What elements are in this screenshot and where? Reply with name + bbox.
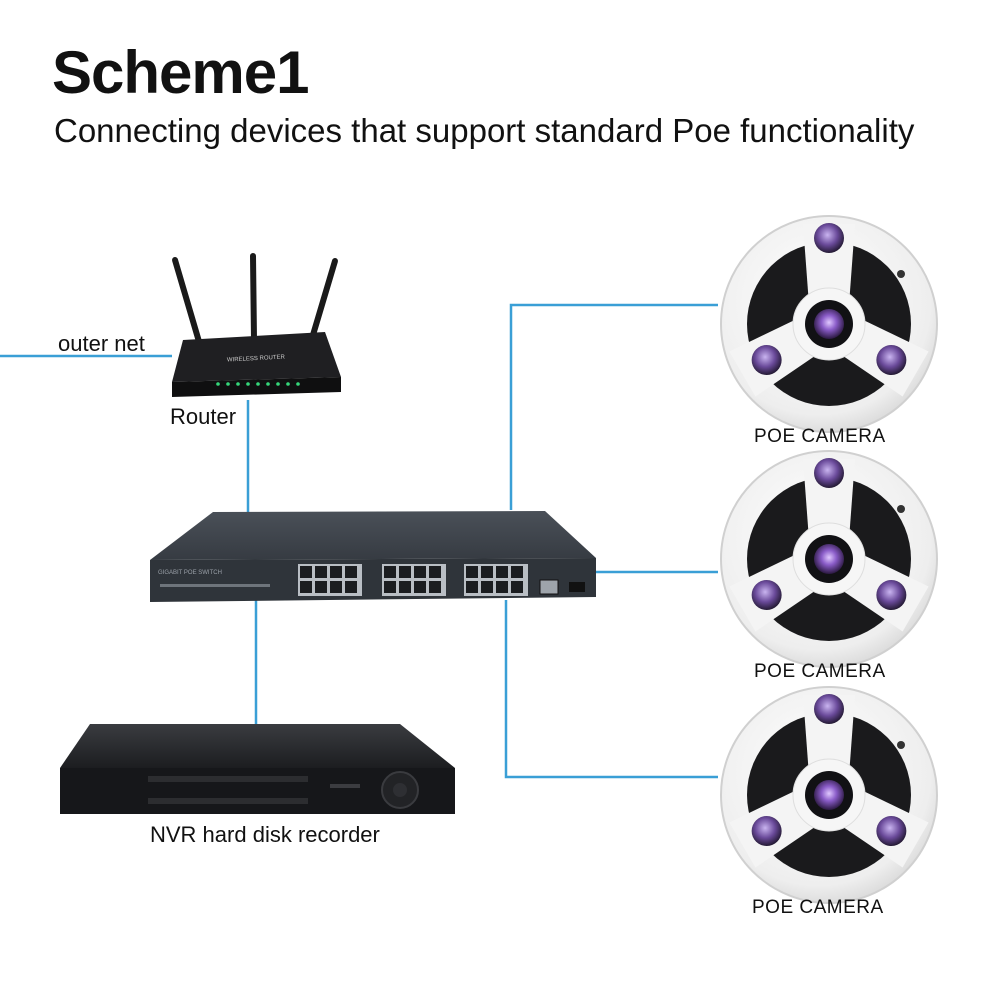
camera-sensor-dot xyxy=(897,505,905,513)
rj45-port xyxy=(315,581,327,593)
nvr-label: NVR hard disk recorder xyxy=(150,822,380,847)
poe-camera-3 xyxy=(720,686,938,904)
camera-ir-led xyxy=(876,580,907,610)
camera-sensor-dot xyxy=(897,270,905,278)
rj45-port xyxy=(511,566,523,578)
camera-ir-led xyxy=(814,694,844,724)
camera-ir-led xyxy=(751,816,782,846)
rj45-port xyxy=(345,566,357,578)
camera-ir-led xyxy=(814,458,844,488)
rj45-port xyxy=(429,581,441,593)
rj45-port xyxy=(399,581,411,593)
switch-camera1-line xyxy=(509,303,718,510)
switch-ports xyxy=(298,564,528,596)
camera-ir-led xyxy=(751,580,782,610)
rj45-port xyxy=(429,566,441,578)
switch-badge: GIGABIT POE SWITCH xyxy=(158,570,222,576)
camera-label-1: POE CAMERA xyxy=(754,426,886,447)
poe-switch-device: GIGABIT POE SWITCH xyxy=(150,511,596,602)
rj45-port xyxy=(330,581,342,593)
rj45-port xyxy=(300,581,312,593)
poe-camera-1 xyxy=(720,215,938,433)
camera-label-2: POE CAMERA xyxy=(754,661,886,682)
router-device: WIRELESS ROUTER xyxy=(172,253,341,397)
camera-sensor-dot xyxy=(897,741,905,749)
rj45-port xyxy=(481,566,493,578)
rj45-port xyxy=(315,566,327,578)
camera-ir-led xyxy=(876,345,907,375)
camera-lens xyxy=(814,544,844,574)
camera-lens xyxy=(814,309,844,339)
rj45-port xyxy=(414,566,426,578)
rj45-port xyxy=(466,581,478,593)
poe-camera-2 xyxy=(720,450,938,668)
camera-ir-led xyxy=(876,816,907,846)
switch-camera3-line xyxy=(504,600,718,779)
rj45-port xyxy=(466,566,478,578)
rj45-port xyxy=(414,581,426,593)
camera-lens xyxy=(814,780,844,810)
rj45-port xyxy=(496,566,508,578)
router-badge: WIRELESS ROUTER xyxy=(227,354,286,363)
page-subtitle: Connecting devices that support standard… xyxy=(54,112,915,149)
rj45-port xyxy=(511,581,523,593)
outer-net-label: outer net xyxy=(58,331,145,356)
router-label: Router xyxy=(170,404,237,429)
rj45-port xyxy=(496,581,508,593)
rj45-port xyxy=(384,566,396,578)
rj45-port xyxy=(330,566,342,578)
rj45-port xyxy=(399,566,411,578)
cameras-group xyxy=(720,215,938,904)
camera-ir-led xyxy=(751,345,782,375)
camera-label-3: POE CAMERA xyxy=(752,897,884,918)
rj45-port xyxy=(481,581,493,593)
rj45-port xyxy=(345,581,357,593)
camera-ir-led xyxy=(814,223,844,253)
page-title: Scheme1 xyxy=(52,39,309,106)
nvr-device xyxy=(60,724,455,814)
rj45-port xyxy=(300,566,312,578)
connection-lines xyxy=(0,303,718,779)
rj45-port xyxy=(384,581,396,593)
